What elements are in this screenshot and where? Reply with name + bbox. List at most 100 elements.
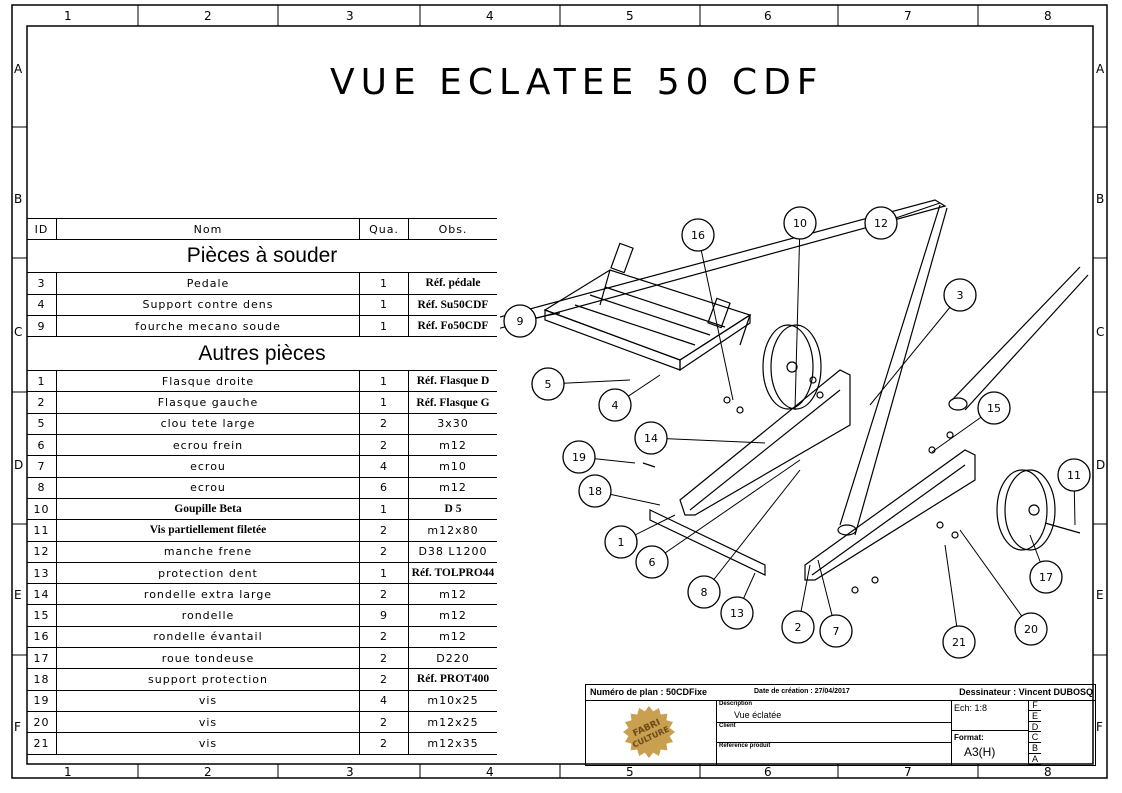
fabriculture-logo: FABRI CULTURE bbox=[623, 706, 675, 758]
cell-nom: vis bbox=[57, 711, 360, 733]
cell-obs: m12x35 bbox=[427, 736, 479, 750]
client-label: Client bbox=[719, 723, 736, 729]
zone-row-label: D bbox=[14, 458, 24, 472]
balloon-19: 19 bbox=[562, 440, 636, 474]
cell-nom: rondelle évantail bbox=[57, 626, 360, 648]
cell-id: 2 bbox=[27, 392, 57, 413]
cell-obs: Réf. TOLPRO44 bbox=[411, 567, 495, 579]
table-header-row: ID Nom Qua. Obs. bbox=[27, 218, 497, 241]
balloon-6: 6 bbox=[635, 459, 801, 579]
balloon-label: 10 bbox=[793, 217, 807, 230]
handle-right bbox=[948, 266, 1089, 411]
format-label: Format: bbox=[954, 733, 984, 742]
cell-nom: Support contre dens bbox=[57, 294, 360, 315]
balloon-13: 13 bbox=[720, 572, 756, 630]
header-id: ID bbox=[27, 219, 57, 240]
zone-column-label: 5 bbox=[626, 9, 634, 23]
section-welded-parts: Pièces à souder bbox=[27, 240, 497, 274]
balloon-8: 8 bbox=[687, 469, 801, 609]
header-qua: Qua. bbox=[360, 219, 409, 240]
balloon-label: 4 bbox=[612, 399, 619, 412]
revision-letter: A bbox=[1029, 754, 1041, 765]
cell-qua: 2 bbox=[360, 520, 409, 541]
zone-row-label: F bbox=[14, 720, 21, 734]
section-other-parts: Autres pièces bbox=[27, 337, 497, 372]
cell-obs: m12 bbox=[439, 630, 467, 644]
zone-row-label: C bbox=[14, 325, 23, 339]
balloon-label: 15 bbox=[987, 402, 1001, 415]
cell-qua: 1 bbox=[360, 273, 409, 294]
cell-id: 12 bbox=[27, 541, 57, 562]
cell-qua: 1 bbox=[360, 371, 409, 392]
cell-nom: support protection bbox=[57, 669, 360, 690]
cell-obs: D220 bbox=[436, 651, 470, 665]
zone-row-label: F bbox=[1096, 720, 1103, 734]
cell-id: 10 bbox=[27, 498, 57, 520]
cell-obs: m12 bbox=[439, 587, 467, 601]
cell-id: 17 bbox=[27, 648, 57, 669]
cell-nom: Pedale bbox=[57, 273, 360, 294]
balloon-label: 21 bbox=[952, 636, 966, 649]
cell-qua: 1 bbox=[360, 294, 409, 315]
cell-obs: D 5 bbox=[444, 503, 462, 516]
flange-plates bbox=[649, 369, 976, 581]
balloon-label: 18 bbox=[588, 485, 602, 498]
balloon-5: 5 bbox=[531, 367, 631, 401]
balloon-label: 17 bbox=[1039, 571, 1053, 584]
zone-column-label: 6 bbox=[764, 765, 772, 779]
cell-id: 9 bbox=[27, 315, 57, 337]
balloon-label: 13 bbox=[730, 607, 744, 620]
cell-obs: Réf. Flasque G bbox=[416, 396, 490, 409]
balloon-label: 9 bbox=[517, 315, 524, 328]
cell-qua: 2 bbox=[360, 435, 409, 456]
zone-row-label: E bbox=[1096, 588, 1104, 602]
balloon-7: 7 bbox=[817, 559, 853, 648]
balloon-label: 16 bbox=[691, 229, 705, 242]
balloon-11: 11 bbox=[1057, 458, 1091, 526]
revision-letter: B bbox=[1029, 743, 1041, 754]
zone-column-label: 3 bbox=[346, 9, 354, 23]
balloon-18: 18 bbox=[578, 474, 661, 508]
cell-id: 14 bbox=[27, 584, 57, 605]
zone-row-label: C bbox=[1096, 325, 1105, 339]
zone-row-label: A bbox=[14, 62, 23, 76]
balloon-label: 11 bbox=[1067, 469, 1081, 482]
cell-id: 21 bbox=[27, 733, 57, 754]
title-block: Numéro de plan : 50CDFixe Date de créati… bbox=[585, 684, 1096, 766]
revision-letter: C bbox=[1029, 732, 1041, 744]
cell-qua: 2 bbox=[360, 733, 409, 754]
cell-obs: m10x25 bbox=[427, 694, 479, 708]
balloon-label: 1 bbox=[618, 536, 625, 549]
cell-nom: roue tondeuse bbox=[57, 648, 360, 669]
balloon-21: 21 bbox=[942, 544, 976, 659]
cell-obs: 3x30 bbox=[437, 417, 469, 431]
plan-number: Numéro de plan : 50CDFixe bbox=[590, 687, 708, 697]
zone-column-label: 3 bbox=[346, 765, 354, 779]
cell-qua: 2 bbox=[360, 711, 409, 733]
description-value: Vue éclatée bbox=[734, 710, 782, 720]
cell-obs: m12 bbox=[439, 481, 467, 495]
cell-id: 3 bbox=[27, 273, 57, 294]
cell-nom: manche frene bbox=[57, 541, 360, 562]
cell-id: 11 bbox=[27, 520, 57, 541]
cell-qua: 6 bbox=[360, 477, 409, 498]
wheel-right bbox=[996, 469, 1056, 551]
designer: Dessinateur : Vincent DUBOSQ bbox=[959, 687, 1093, 697]
balloon-label: 14 bbox=[644, 432, 658, 445]
